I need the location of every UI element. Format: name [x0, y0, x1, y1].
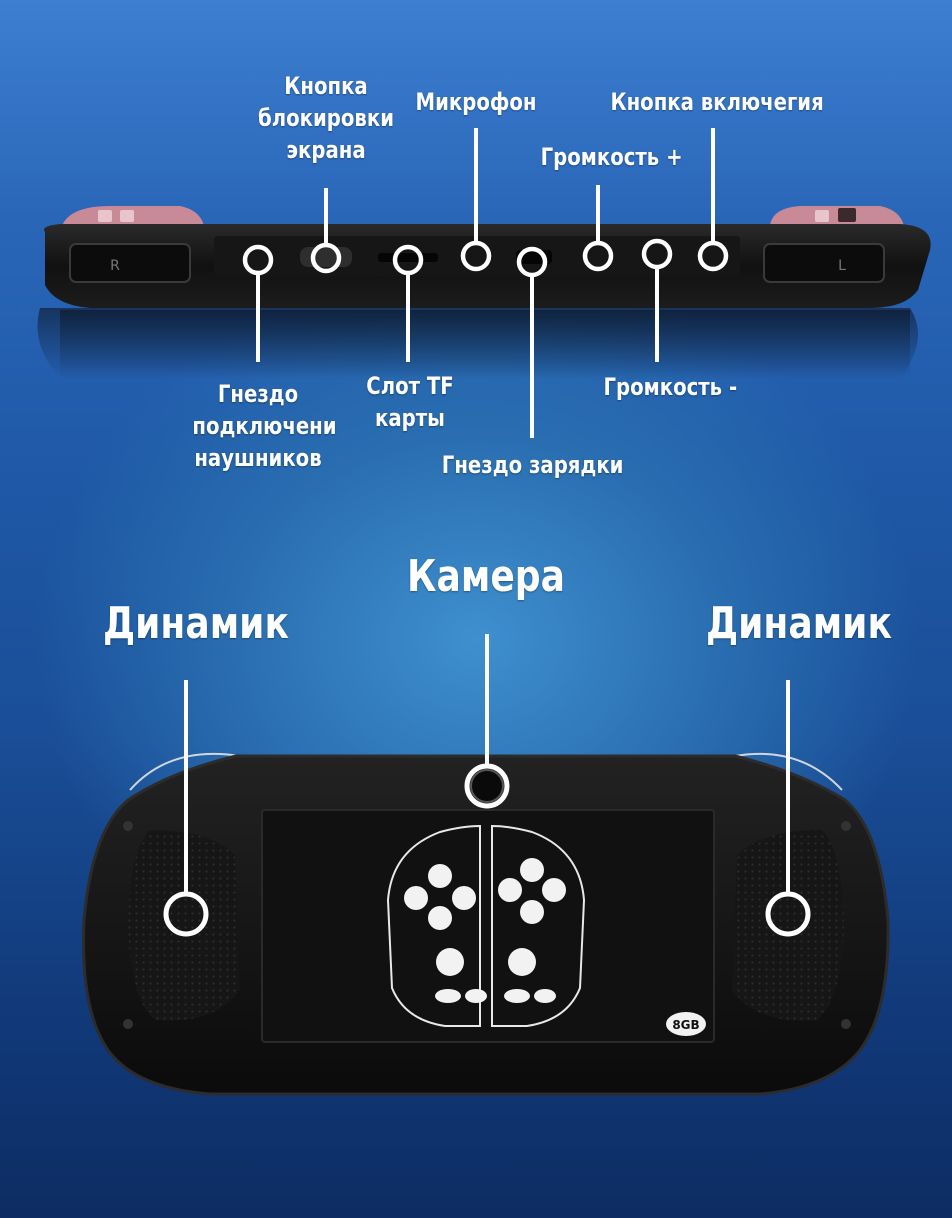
camera-label: Камера [407, 551, 565, 602]
back-panel [261, 809, 715, 1043]
screw [123, 1019, 133, 1029]
label-line: блокировки [257, 104, 395, 132]
shoulder-button-right [770, 206, 904, 226]
memory-badge-text: 8GB [672, 1018, 699, 1032]
speaker-grille-right [732, 830, 844, 1021]
lock-button-label: Кнопка блокировки экрана [252, 70, 400, 166]
charging-port-label: Гнездо зарядки [441, 451, 624, 479]
speaker-right-label: Динамик [706, 598, 892, 649]
screw [123, 821, 133, 831]
tf-slot-label: Слот TF карты [361, 370, 459, 434]
screw [841, 1019, 851, 1029]
shoulder-letter-l: L [838, 258, 846, 274]
controller-outline-left [386, 824, 481, 1027]
label-line: наушников [194, 444, 322, 472]
screw [841, 821, 851, 831]
top-device [37, 206, 931, 380]
label-line: подключени [192, 412, 337, 440]
speaker-grille-left [128, 830, 240, 1021]
power-button-label: Кнопка включегия [610, 88, 824, 116]
controller-outline-right [491, 824, 586, 1027]
shoulder-letter-r: R [110, 258, 120, 274]
label-line: Слот TF [366, 372, 454, 400]
bottom-markers [163, 634, 811, 937]
label-line: экрана [286, 136, 366, 164]
shoulder-detail [838, 208, 856, 222]
shoulder-detail [120, 210, 134, 222]
trigger-panel-r [69, 243, 191, 283]
label-line: карты [375, 404, 445, 432]
volume-up-label: Громкость + [540, 143, 683, 171]
strap-right [734, 752, 843, 791]
tf-slot-opening [378, 253, 438, 262]
shoulder-detail [98, 210, 112, 222]
speaker-left-label: Динамик [103, 598, 289, 649]
microphone-label: Микрофон [415, 88, 537, 116]
floor-reflection [60, 310, 910, 380]
face-buttons-graphic [498, 858, 566, 1003]
headphone-jack-label: Гнездо подключени наушников [192, 378, 337, 474]
lock-switch [300, 247, 352, 267]
shoulder-detail [815, 210, 829, 222]
label-line: Гнездо [217, 380, 299, 408]
strap-left [129, 752, 241, 791]
label-line: Кнопка [284, 72, 368, 100]
memory-badge-shape [666, 1012, 706, 1036]
volume-down-label: Громкость - [603, 373, 738, 401]
dpad-graphic [404, 864, 487, 1003]
trigger-panel-l [763, 243, 885, 283]
top-markers [242, 128, 729, 438]
back-device: 8GB [82, 752, 890, 1096]
camera-lens [470, 769, 504, 803]
